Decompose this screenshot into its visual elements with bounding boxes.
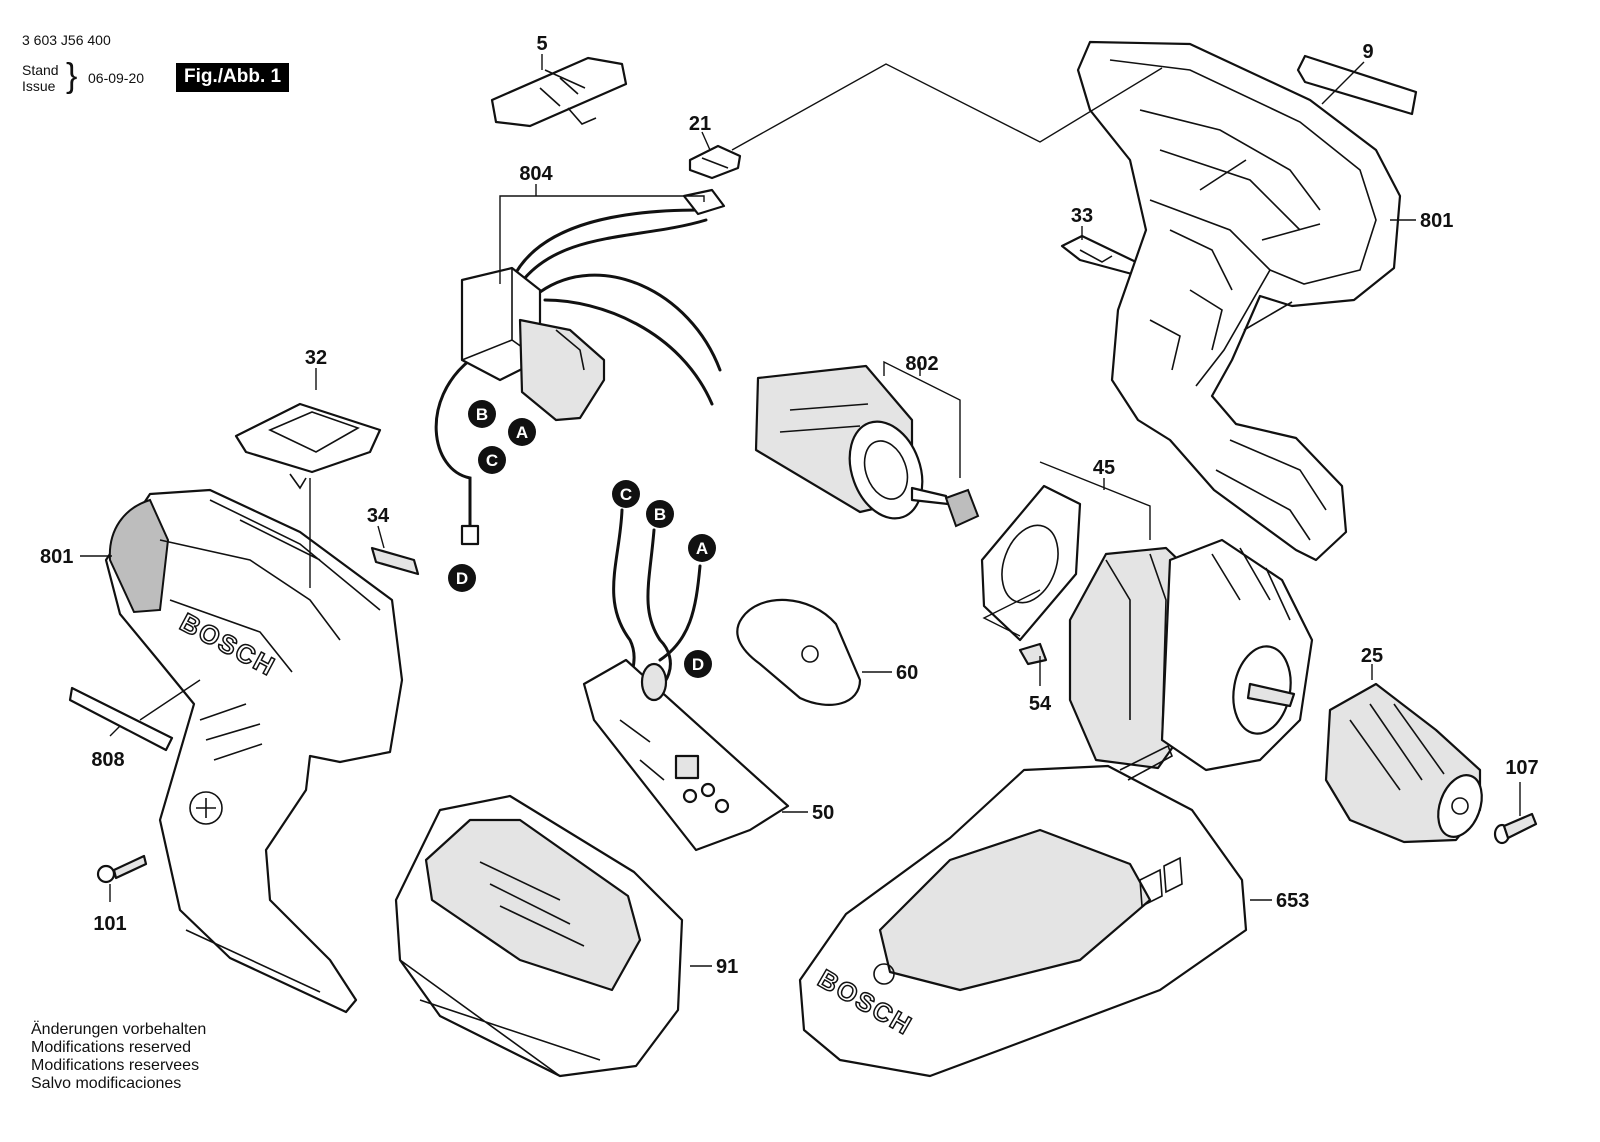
svg-text:C: C: [486, 451, 498, 470]
badge-d-upper: D: [448, 564, 476, 592]
badge-d-lower: D: [684, 650, 712, 678]
callout-54: 54: [1029, 693, 1052, 715]
callout-21: 21: [689, 113, 711, 135]
callout-50: 50: [812, 802, 834, 824]
callout-801-right: 801: [1420, 210, 1453, 232]
part-101-screw: [96, 854, 148, 884]
part-802-motor: [754, 364, 980, 528]
part-653-charger: BOSCH: [798, 744, 1248, 1078]
callout-34: 34: [367, 505, 390, 527]
callout-91: 91: [716, 956, 738, 978]
svg-text:A: A: [696, 539, 708, 558]
svg-text:C: C: [620, 485, 632, 504]
part-34-spring: [370, 546, 420, 576]
part-91-battery-pack: [394, 794, 684, 1078]
callout-60: 60: [896, 662, 918, 684]
svg-text:B: B: [476, 405, 488, 424]
part-801-housing-left: BOSCH: [104, 488, 404, 1014]
notice-line-fr: Modifications reservees: [31, 1057, 200, 1074]
callout-802: 802: [905, 353, 938, 375]
part-9-label-strip: [1296, 54, 1418, 116]
badge-a-lower: A: [688, 534, 716, 562]
modifications-notice: Änderungen vorbehalten Modifications res…: [31, 1021, 206, 1093]
callout-32: 32: [305, 347, 327, 369]
figure-label: Fig./Abb. 1: [176, 63, 290, 92]
callout-804: 804: [519, 163, 553, 185]
badge-b-upper: B: [468, 400, 496, 428]
part-54-screw: [1018, 642, 1048, 666]
stand-label: Stand: [22, 62, 59, 78]
notice-line-es: Salvo modificaciones: [31, 1075, 182, 1092]
notice-line-de: Änderungen vorbehalten: [31, 1021, 207, 1038]
part-804-switch-harness: [434, 188, 726, 546]
svg-text:A: A: [516, 423, 528, 442]
callout-45: 45: [1093, 457, 1115, 479]
part-21-pad: [688, 144, 742, 180]
issue-date: 06-09-20: [88, 70, 145, 86]
badge-a-upper: A: [508, 418, 536, 446]
callout-808: 808: [91, 749, 124, 771]
part-107-screw: [1493, 812, 1538, 845]
part-25-chuck: [1324, 682, 1483, 844]
callout-5: 5: [536, 33, 547, 55]
callout-33: 33: [1071, 205, 1093, 227]
badge-c-lower: C: [612, 480, 640, 508]
part-60-cap: [736, 598, 862, 706]
callout-653: 653: [1276, 890, 1309, 912]
connector-badges: B A C D C B A D: [448, 400, 716, 678]
part-callouts: 5 21 804 9 801 33 32 802 34 801 45 60 54…: [40, 33, 1539, 978]
svg-text:D: D: [456, 569, 468, 588]
notice-line-en: Modifications reserved: [31, 1039, 192, 1056]
brace-glyph: }: [66, 57, 78, 95]
callout-801-left: 801: [40, 546, 73, 568]
svg-text:D: D: [692, 655, 704, 674]
callout-107: 107: [1505, 757, 1538, 779]
callout-101: 101: [93, 913, 126, 935]
issue-label: Issue: [22, 78, 56, 94]
part-50-control-board: [582, 508, 790, 852]
leader-lines: [80, 54, 1521, 967]
callout-25: 25: [1361, 645, 1383, 667]
document-number: 3 603 J56 400: [22, 32, 111, 48]
svg-text:B: B: [654, 505, 666, 524]
part-5-clip: [490, 56, 628, 128]
part-808-label-strip: [68, 686, 174, 752]
badge-b-lower: B: [646, 500, 674, 528]
part-801-housing-right: [1076, 40, 1402, 562]
part-45-gearbox: [980, 484, 1314, 772]
callout-9: 9: [1362, 41, 1373, 63]
part-32-cover: [234, 402, 382, 490]
badge-c-upper: C: [478, 446, 506, 474]
part-33-bracket: [1060, 234, 1138, 276]
